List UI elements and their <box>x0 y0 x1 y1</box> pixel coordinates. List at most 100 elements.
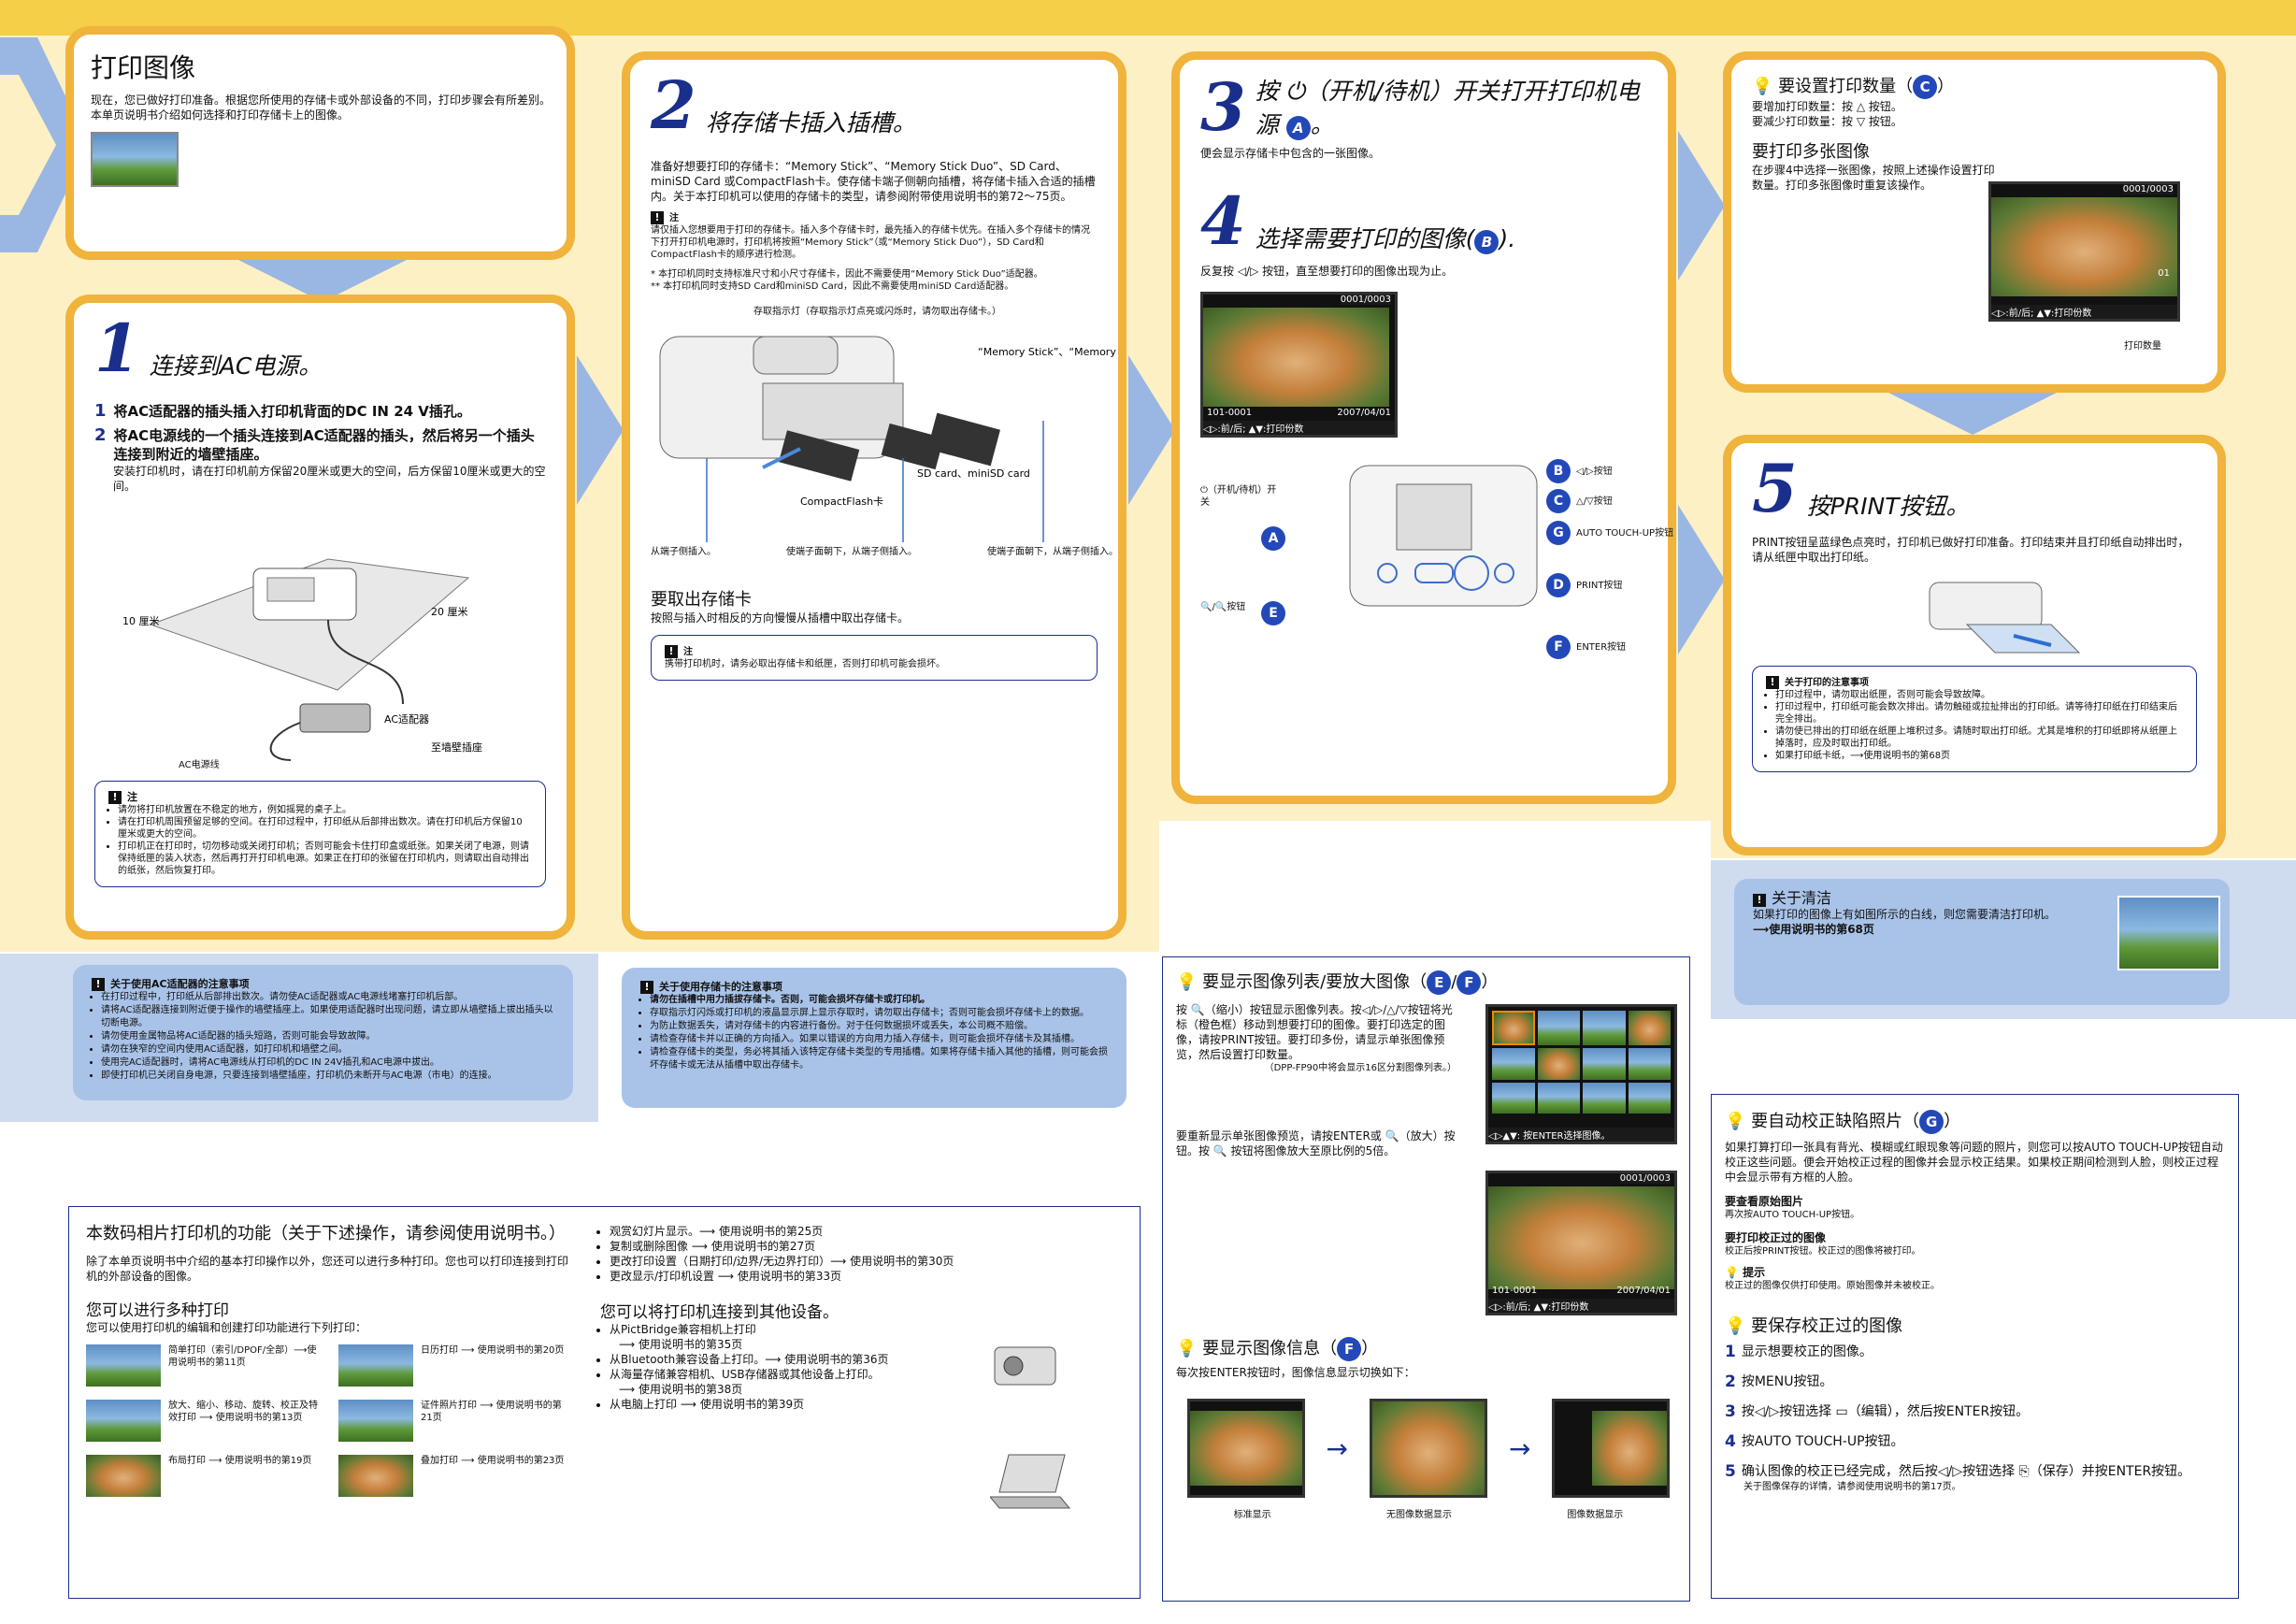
thumb <box>1537 1082 1580 1114</box>
info-body: 每次按ENTER按钮时，图像信息显示切换如下： <box>1176 1366 1415 1379</box>
arrow-right-icon <box>577 355 624 505</box>
note-item: 打印过程中，打印纸可能会数次排出。请勿触碰或拉扯排出的打印纸。请等待打印纸在打印… <box>1775 701 2183 726</box>
print-item: 简单打印（索引/DPOF/全部）⟶使用说明书的第11页 <box>86 1344 320 1387</box>
note-item: 请检查存储卡并以正确的方向插入。如果以错误的方向用力插入存储卡，则可能会损坏存储… <box>650 1033 1108 1046</box>
note-item: 请勿使已排出的打印纸在纸匣上堆积过多。请随时取出打印纸。尤其是堆积的打印纸即将从… <box>1775 726 2183 750</box>
note-item: 即使打印机已关闭自身电源，只要连接到墙壁插座，打印机仍未断开与AC电源（市电）的… <box>101 1070 554 1083</box>
lcd-preview: 0001/0003 101-0001 2007/04/01 ◁▷:前/后; ▲▼… <box>1200 292 1398 438</box>
note-item: 为防止数据丢失，请对存储卡的内容进行备份。对于任何数据损坏或丢失，本公司概不赔偿… <box>650 1020 1108 1033</box>
step1-title: 连接到AC电源。 <box>149 352 323 380</box>
badge-b: B <box>1474 230 1500 254</box>
badge-e: E <box>1427 970 1452 995</box>
remove-note-box: !注 携带打印机时，请务必取出存储卡和纸匣，否则打印机可能会损坏。 <box>651 635 1098 681</box>
cleaning-title: 关于清洁 <box>1772 889 1832 907</box>
multi-title: 要打印多张图像 <box>1752 142 1870 162</box>
thumb <box>1583 1048 1626 1080</box>
label-access-lamp: 存取指示灯（存取指示灯点亮或闪烁时，请勿取出存储卡。） <box>753 307 1001 317</box>
connect-ref: ⟶ 使用说明书的第35页 <box>619 1338 743 1351</box>
note-item: 在打印过程中，打印纸从后部排出数次。请勿使AC适配器或AC电源线堵塞打印机后部。 <box>101 991 554 1004</box>
dog-photo <box>1991 197 2177 296</box>
zoom-body: 要重新显示单张图像预览，请按ENTER或 🔍（放大）按钮。按 🔍 按钮将图像放大… <box>1176 1129 1456 1157</box>
camera-icon <box>994 1346 1056 1386</box>
grid-hint: ◁▷▲▼: 按ENTER选择图像。 <box>1488 1128 1674 1142</box>
page-title: 打印图像 <box>91 52 196 83</box>
warning-icon: ! <box>640 981 653 994</box>
info-frame-nodata <box>1369 1399 1487 1498</box>
badge-f: F <box>1546 635 1571 659</box>
note-item: 请在打印机周围预留足够的空间。在打印过程中，打印纸从后部排出数次。请在打印机后方… <box>118 816 532 841</box>
note-item: 存取指示灯闪烁或打印机的液晶显示屏上显示存取时，请勿取出存储卡；否则可能会损坏存… <box>650 1007 1108 1020</box>
note-item: 使用完AC适配器时，请将AC电源线从打印机的DC IN 24V插孔和AC电源中拔… <box>101 1056 554 1070</box>
print-note-box: !关于打印的注意事项 打印过程中，请勿取出纸匣，否则可能会导致故障。 打印过程中… <box>1752 666 2197 772</box>
connect-title: 您可以将打印机连接到其他设备。 <box>600 1303 839 1322</box>
badge-g: G <box>1919 1110 1944 1134</box>
warning-icon: ! <box>1766 676 1779 689</box>
step5-title: 按PRINT按钮。 <box>1806 493 1970 520</box>
auto-section: 💡 要自动校正缺陷照片（G） 如果打算打印一张具有背光、模糊或红眼现象等问题的照… <box>1711 1094 2239 1599</box>
multi-body: 在步骤4中选择一张图像，按照上述操作设置打印数量。打印多张图像时重复该操作。 <box>1752 164 1995 192</box>
step1-note-box: !注 请勿将打印机放置在不稳定的地方，例如摇晃的桌子上。 请在打印机周围预留足够… <box>94 781 546 887</box>
arrow-right-icon <box>1128 355 1175 505</box>
thumb <box>1628 1082 1671 1114</box>
save-foot: 关于图像保存的详情，请参阅使用说明书的第17页。 <box>1744 1482 1961 1492</box>
arrow-down-icon <box>1888 393 2057 435</box>
badge-d: D <box>1546 573 1571 597</box>
auto-body: 如果打算打印一张具有背光、模糊或红眼现象等问题的照片，则您可以按AUTO TOU… <box>1725 1141 2223 1184</box>
step2-body: 准备好想要打印的存储卡：“Memory Stick”、“Memory Stick… <box>651 160 1096 203</box>
info-sequence: → → <box>1176 1397 1681 1500</box>
label-zoom: 🔍/🔍按钮 <box>1200 602 1246 612</box>
badge-e: E <box>1261 601 1285 625</box>
cleaning-sample-photo <box>2117 896 2220 970</box>
other-item: 更改显示/打印机设置 ⟶ 使用说明书的第33页 <box>610 1269 1105 1284</box>
features-title: 本数码相片打印机的功能（关于下述操作，请参阅使用说明书。） <box>86 1224 566 1243</box>
lcd-code: 0001/0003 <box>1619 1173 1671 1184</box>
step2-panel: 2 将存储卡插入插槽。 准备好想要打印的存储卡：“Memory Stick”、“… <box>622 51 1173 940</box>
cleaning-box: !关于清洁 如果打印的图像上有如图所示的白线，则您需要清洁打印机。 ⟶使用说明书… <box>1734 879 2230 1005</box>
step5-panel: 5 按PRINT按钮。 PRINT按钮呈蓝绿色点亮时，打印机已做好打印准备。打印… <box>1723 435 2226 855</box>
warning-icon: ! <box>665 645 678 658</box>
sample-photo <box>91 132 179 187</box>
lcd-hint: ◁▷:前/后; ▲▼:打印份数 <box>1488 1299 1674 1313</box>
intro-text: 现在，您已做好打印准备。根据您所使用的存储卡或外部设备的不同，打印步骤会有所差别… <box>91 93 552 122</box>
label-cf: CompactFlash卡 <box>800 496 883 508</box>
note-item: 请检查存储卡的类型，务必将其插入该特定存储卡类型的专用插槽。如果将存储卡插入其他… <box>650 1046 1108 1072</box>
connect-item: 从海量存储兼容相机、USB存储器或其他设备上打印。 <box>610 1367 965 1382</box>
print-item: 放大、缩小、移动、旋转、校正及特效打印 ⟶ 使用说明书的第13页 <box>86 1400 320 1442</box>
badge-g: G <box>1546 521 1571 545</box>
step4-body: 反复按 ◁/▷ 按钮，直至想要打印的图像出现为止。 <box>1200 265 1454 278</box>
laptop-icon <box>990 1454 1071 1509</box>
list-title: 要显示图像列表/要放大图像（ <box>1202 972 1428 992</box>
thumb <box>1492 1011 1535 1046</box>
label-power: ⏻（开机/待机）开关 <box>1200 485 1277 508</box>
label-ms: “Memory Stick”、“Memory Stick Duo” <box>978 346 1118 358</box>
features-body: 除了本单页说明书中介绍的基本打印操作以外，您还可以进行多种打印。您也可以打印连接… <box>86 1255 569 1283</box>
connect-item: 从PictBridge兼容相机上打印 <box>610 1322 965 1337</box>
orig-body: 再次按AUTO TOUCH-UP按钮。 <box>1725 1210 1860 1220</box>
arrow-right-icon: → <box>1508 1432 1531 1464</box>
print-item: 证件照片打印 ⟶ 使用说明书的第21页 <box>338 1400 572 1442</box>
step2-note: !注 请仅插入您想要用于打印的存储卡。插入多个存储卡时，最先插入的存储卡优先。在… <box>651 211 1090 292</box>
step2-number: 2 <box>651 66 696 144</box>
tip-icon: 💡 <box>1176 972 1198 992</box>
printer-output-diagram <box>1929 582 2081 654</box>
lcd-counter: 01 <box>2158 268 2170 279</box>
qty-caption: 打印数量 <box>2124 341 2161 352</box>
other-item: 观赏幻灯片显示。⟶ 使用说明书的第25页 <box>610 1224 1105 1239</box>
step3-title: 按 ⏻（开机/待机）开关打开打印机电源 <box>1255 78 1640 138</box>
print-corr-body: 校正后按PRINT按钮。校正过的图像将被打印。 <box>1725 1246 1921 1257</box>
label-outlet: 至墙壁插座 <box>431 740 482 754</box>
arrow-right-icon <box>1678 505 1725 654</box>
list-body: 按 🔍（缩小）按钮显示图像列表。按◁/▷/△/▽按钮将光标（橙色框）移动到想要打… <box>1176 1003 1453 1061</box>
connect-ref: ⟶ 使用说明书的第38页 <box>619 1383 743 1396</box>
step4-title: 选择需要打印的图像( <box>1255 225 1475 252</box>
intro-panel: 打印图像 现在，您已做好打印准备。根据您所使用的存储卡或外部设备的不同，打印步骤… <box>65 26 575 260</box>
tip-body: 校正过的图像仅供打印使用。原始图像并未被校正。 <box>1725 1281 1940 1291</box>
note-item: 请将AC适配器连接到附近便于操作的墙壁插座上。如果使用适配器时出现问题，请立即从… <box>101 1004 554 1030</box>
step4-number: 4 <box>1200 182 1246 260</box>
step3-number: 3 <box>1200 68 1246 146</box>
note-item: 请勿在插槽中用力插拔存储卡。否则，可能会损坏存储卡或打印机。 <box>650 994 1108 1007</box>
